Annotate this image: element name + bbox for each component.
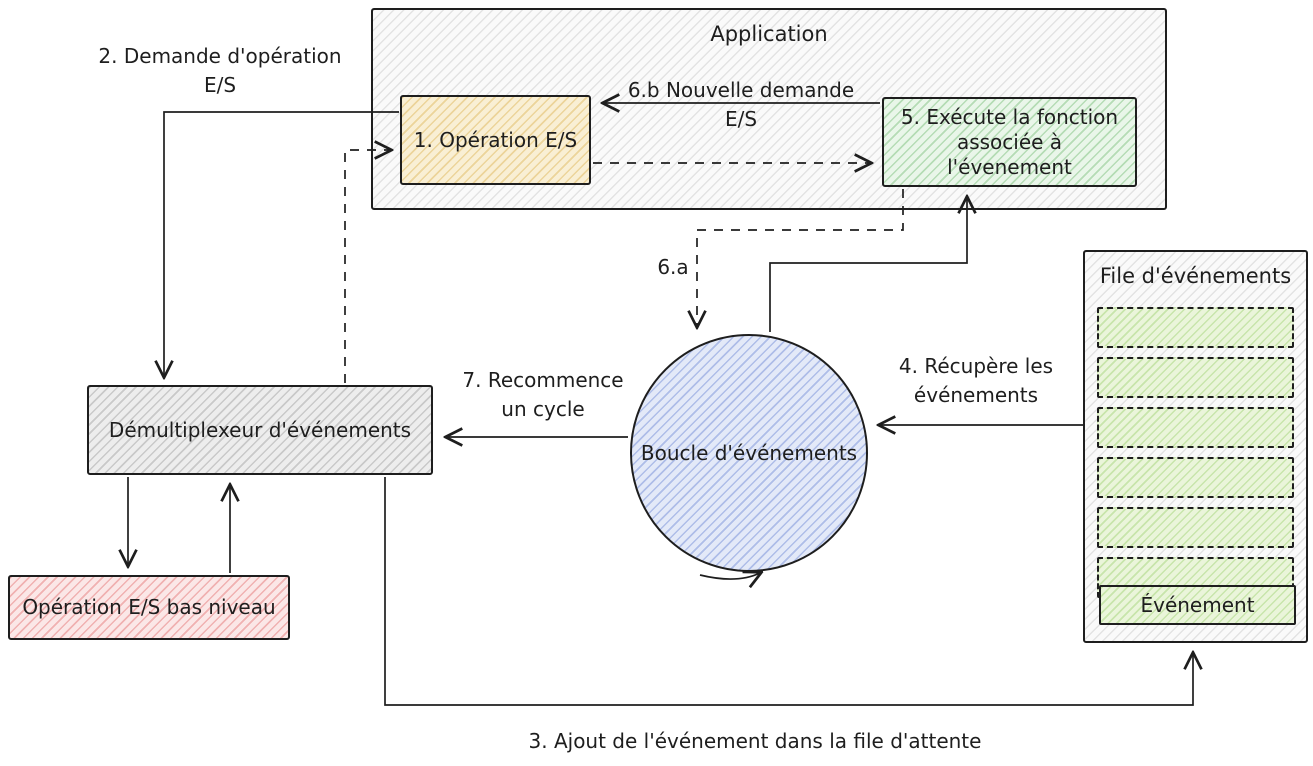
step3-label: 3. Ajout de l'événement dans la file d'a… xyxy=(528,729,982,753)
event-node-label: Événement xyxy=(1140,593,1255,617)
event-queue-container: File d'événements Événement xyxy=(1083,250,1308,643)
event-node: Événement xyxy=(1099,585,1296,625)
queue-slot xyxy=(1097,357,1294,398)
event-loop-label: Boucle d'événements xyxy=(640,440,858,465)
step2-label: 2. Demande d'opération E/S xyxy=(98,44,342,97)
step7-label: 7. Recommence un cycle xyxy=(462,368,624,421)
low-level-io-node: Opération E/S bas niveau xyxy=(8,575,290,640)
step6a-label: 6.a xyxy=(657,255,689,279)
queue-slot xyxy=(1097,507,1294,548)
edge-step2 xyxy=(164,111,399,376)
io-operation-node: 1. Opération E/S xyxy=(400,95,591,185)
queue-slots xyxy=(1085,307,1306,607)
demultiplexer-node: Démultiplexeur d'événements xyxy=(87,385,433,475)
step6b-label: 6.b Nouvelle demande E/S xyxy=(627,78,855,131)
demultiplexer-label: Démultiplexeur d'événements xyxy=(108,417,412,442)
loop-rotation-arrow xyxy=(699,573,760,579)
edge-loop-to-execute xyxy=(769,198,967,332)
application-title: Application xyxy=(710,22,828,46)
step4-label: 4. Récupère les événements xyxy=(898,354,1054,407)
queue-slot xyxy=(1097,457,1294,498)
io-operation-label: 1. Opération E/S xyxy=(413,127,578,152)
execute-function-label: 5. Exécute la fonction associée à l'éven… xyxy=(900,104,1119,179)
event-queue-title: File d'événements xyxy=(1099,264,1292,288)
event-loop-node: Boucle d'événements xyxy=(630,334,868,572)
low-level-io-label: Opération E/S bas niveau xyxy=(22,595,276,619)
execute-function-node: 5. Exécute la fonction associée à l'éven… xyxy=(882,97,1137,187)
queue-slot xyxy=(1097,307,1294,348)
queue-slot xyxy=(1097,407,1294,448)
